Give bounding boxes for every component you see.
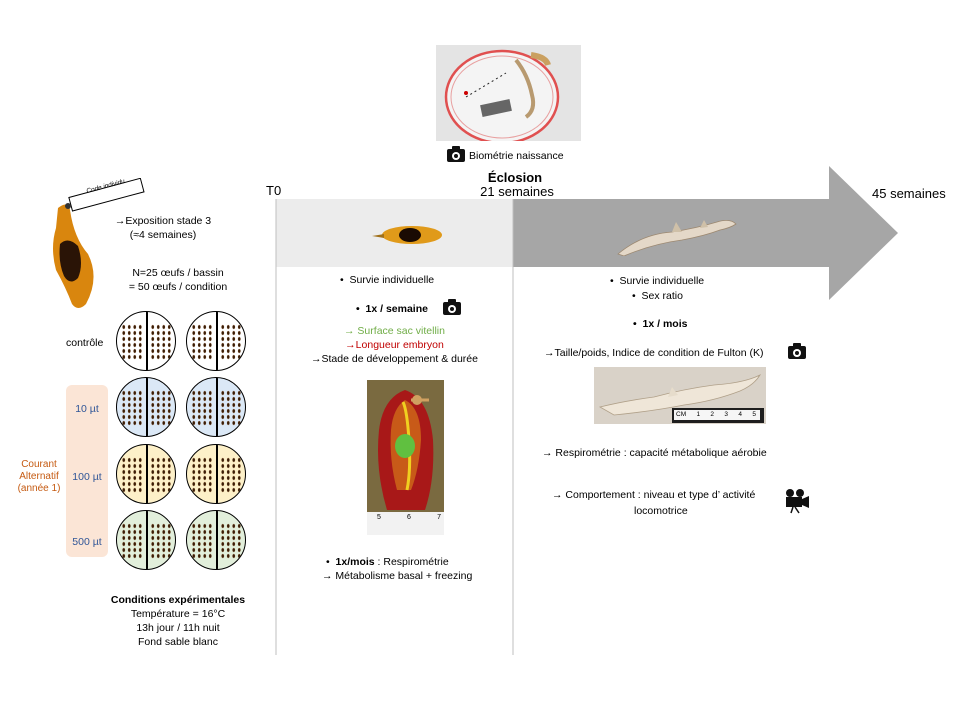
- egg-count-line-1: N=25 œufs / bassin: [132, 267, 224, 279]
- phase2-respirometry: → Respirométrie : capacité métabolique a…: [542, 447, 767, 459]
- experimental-title: Conditions expérimentales: [110, 594, 246, 606]
- dish-divider: [216, 445, 218, 503]
- dish-divider: [146, 312, 148, 370]
- camera-icon: [788, 343, 806, 359]
- egg-cluster: [121, 457, 143, 493]
- petri-dish: [186, 311, 246, 371]
- condition-label-500: 500 µt: [72, 536, 102, 548]
- dish-divider: [146, 378, 148, 436]
- experimental-background: Fond sable blanc: [138, 636, 218, 648]
- condition-label-100: 100 µt: [72, 471, 102, 483]
- dish-divider: [216, 511, 218, 569]
- egg-cluster: [121, 390, 143, 426]
- phase1-metabolism: → Métabolisme basal + freezing: [322, 570, 473, 582]
- egg-cluster: [121, 523, 143, 559]
- egg-cluster: [150, 457, 172, 493]
- phase2-behaviour-line-2: locomotrice: [634, 505, 688, 517]
- phase1-survival: • Survie individuelle: [340, 274, 435, 286]
- egg-cluster: [191, 523, 213, 559]
- birth-biometry-photo: [436, 45, 581, 141]
- current-band: [66, 385, 108, 557]
- phase1-yolk: → Surface sac vitellin: [344, 325, 445, 337]
- egg-capsule-image: [53, 178, 145, 308]
- egg-cluster: [150, 523, 172, 559]
- experimental-light: 13h jour / 11h nuit: [136, 622, 220, 634]
- camera-icon: [447, 146, 465, 162]
- experimental-conditions: Conditions expérimentales Température = …: [98, 593, 258, 649]
- exposure-line-1: →Exposition stade 3: [114, 215, 212, 227]
- petri-dish: [186, 510, 246, 570]
- control-label: contrôle: [66, 337, 104, 349]
- hatching-weeks: 21 semaines: [480, 184, 554, 199]
- phase1-embryo-length: →Longueur embryon: [345, 339, 444, 351]
- current-label-3: (année 1): [17, 483, 61, 494]
- phase2-size: →Taille/poids, Indice de condition de Fu…: [544, 347, 764, 359]
- egg-cluster: [220, 390, 242, 426]
- petri-dish: [186, 377, 246, 437]
- egg-cluster: [150, 390, 172, 426]
- petri-dish: [186, 444, 246, 504]
- petri-dish: [116, 444, 176, 504]
- phase1-stage: →Stade de développement & durée: [311, 353, 478, 365]
- egg-cluster: [191, 457, 213, 493]
- egg-cluster: [191, 390, 213, 426]
- exposure-text: →Exposition stade 3 (≈4 semaines): [108, 214, 218, 242]
- phase2-survival: • Survie individuelle: [610, 275, 705, 287]
- dish-divider: [146, 445, 148, 503]
- current-label-1: Courant: [21, 459, 57, 470]
- embryo-egg-image: [372, 226, 442, 244]
- egg-cluster: [191, 324, 213, 360]
- egg-cluster: [121, 324, 143, 360]
- egg-cluster: [220, 324, 242, 360]
- phase2-sex-ratio: • Sex ratio: [632, 290, 683, 302]
- t0-label: T0: [266, 183, 282, 198]
- phase2-behaviour-line-1: → Comportement : niveau et type d’ activ…: [552, 489, 756, 501]
- dish-divider: [146, 511, 148, 569]
- egg-count-text: N=25 œufs / bassin = 50 œufs / condition: [108, 266, 248, 294]
- egg-cluster: [220, 457, 242, 493]
- petri-dish: [116, 377, 176, 437]
- exposure-line-2: (≈4 semaines): [129, 229, 197, 241]
- egg-count-line-2: = 50 œufs / condition: [128, 281, 228, 293]
- end-weeks: 45 semaines: [872, 186, 946, 201]
- petri-dish: [116, 510, 176, 570]
- egg-cluster: [150, 324, 172, 360]
- phase1-monthly: • 1x/mois : Respirométrie: [326, 556, 449, 568]
- egg-cluster: [220, 523, 242, 559]
- dish-divider: [216, 312, 218, 370]
- petri-dish: [116, 311, 176, 371]
- birth-caption: Biométrie naissance: [469, 150, 564, 162]
- juvenile-shark-image: [617, 220, 737, 256]
- phase2-frequency: • 1x / mois: [633, 318, 688, 330]
- video-camera-icon: [786, 489, 809, 514]
- camera-icon: [443, 299, 461, 315]
- dish-divider: [216, 378, 218, 436]
- current-label-2: Alternatif: [19, 471, 59, 482]
- experimental-temp: Température = 16°C: [130, 608, 226, 620]
- hatching-title: Éclosion: [487, 170, 543, 185]
- phase1-frequency: • 1x / semaine: [356, 303, 428, 315]
- current-label: Courant Alternatif (année 1): [10, 459, 68, 495]
- condition-label-10: 10 µt: [75, 403, 99, 415]
